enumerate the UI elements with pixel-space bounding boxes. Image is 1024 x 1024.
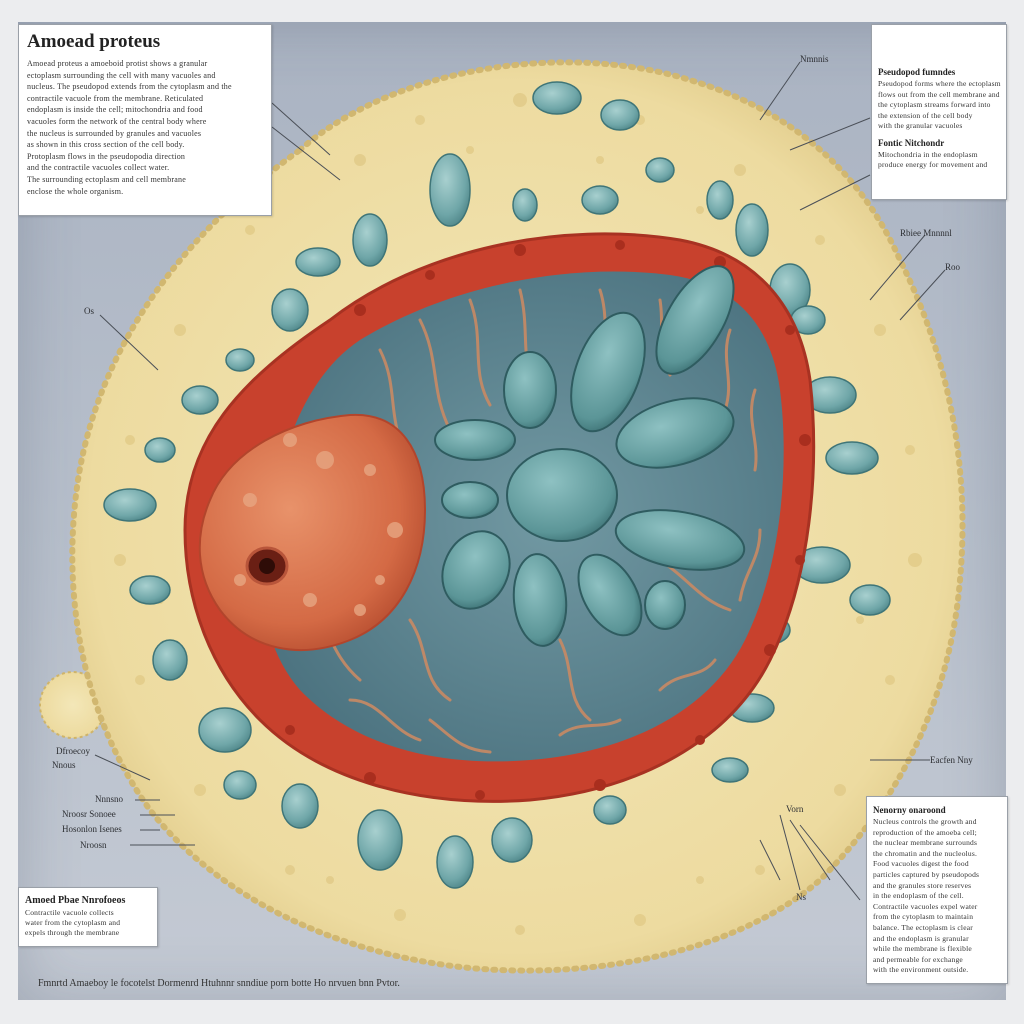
top-right-box: Pseudopod fumndes Pseudopod forms where … xyxy=(871,24,1007,200)
title-box-text: Amoead proteus a amoeboid protist shows … xyxy=(27,59,232,196)
bottom-right-box-text: Nucleus controls the growth and reproduc… xyxy=(873,817,980,975)
bottom-right-box: Nenorny onaroond Nucleus controls the gr… xyxy=(866,796,1008,984)
title-box: Amoead proteus Amoead proteus a amoeboid… xyxy=(18,24,272,216)
label-left-1: Os xyxy=(84,306,95,316)
label-right-1: Rbiee Mnnnnl xyxy=(900,228,952,238)
label-right-4: Vorn xyxy=(786,804,804,814)
label-left-small-1: Dfroecoy xyxy=(56,746,90,756)
bottom-left-box-title: Amoed Pbae Nnrofoeos xyxy=(25,895,126,906)
label-bottom-small: Ns xyxy=(796,892,807,902)
membrane-granules xyxy=(285,240,811,800)
label-left-stack-4: Nroosn xyxy=(80,840,107,850)
bottom-left-box: Amoed Pbae Nnrofoeos Contractile vacuole… xyxy=(18,887,158,947)
top-right-box-text: Pseudopod forms where the ectoplasm flow… xyxy=(878,79,1001,130)
label-left-stack-1: Nnnsno xyxy=(95,794,124,804)
nucleus xyxy=(198,413,427,651)
top-right-box2-title: Fontic Nitchondr xyxy=(878,137,945,148)
ectoplasm-granules xyxy=(114,93,922,935)
label-left-small-2: Nnous xyxy=(52,760,76,770)
diagram-title: Amoead proteus xyxy=(27,31,161,52)
label-top-mid: Nmnnis xyxy=(800,54,829,64)
diagram-caption: Fmnrtd Amaeboy le focotelst Dormenrd Htu… xyxy=(38,978,400,989)
top-right-box-title: Pseudopod fumndes xyxy=(878,67,956,77)
food-vacuoles xyxy=(434,265,746,647)
bottom-right-box-title: Nenorny onaroond xyxy=(873,805,946,815)
bottom-left-box-text: Contractile vacuole collects water from … xyxy=(25,908,121,937)
label-right-3: Eacfen Nny xyxy=(930,755,973,765)
label-left-stack-3: Hosonlon Isenes xyxy=(62,824,122,834)
label-left-stack-2: Nroosr Sonoee xyxy=(62,809,116,819)
top-right-box2-text: Mitochondria in the endoplasm produce en… xyxy=(878,149,988,170)
leader-lines xyxy=(94,61,946,901)
label-right-2: Roo xyxy=(945,262,961,272)
